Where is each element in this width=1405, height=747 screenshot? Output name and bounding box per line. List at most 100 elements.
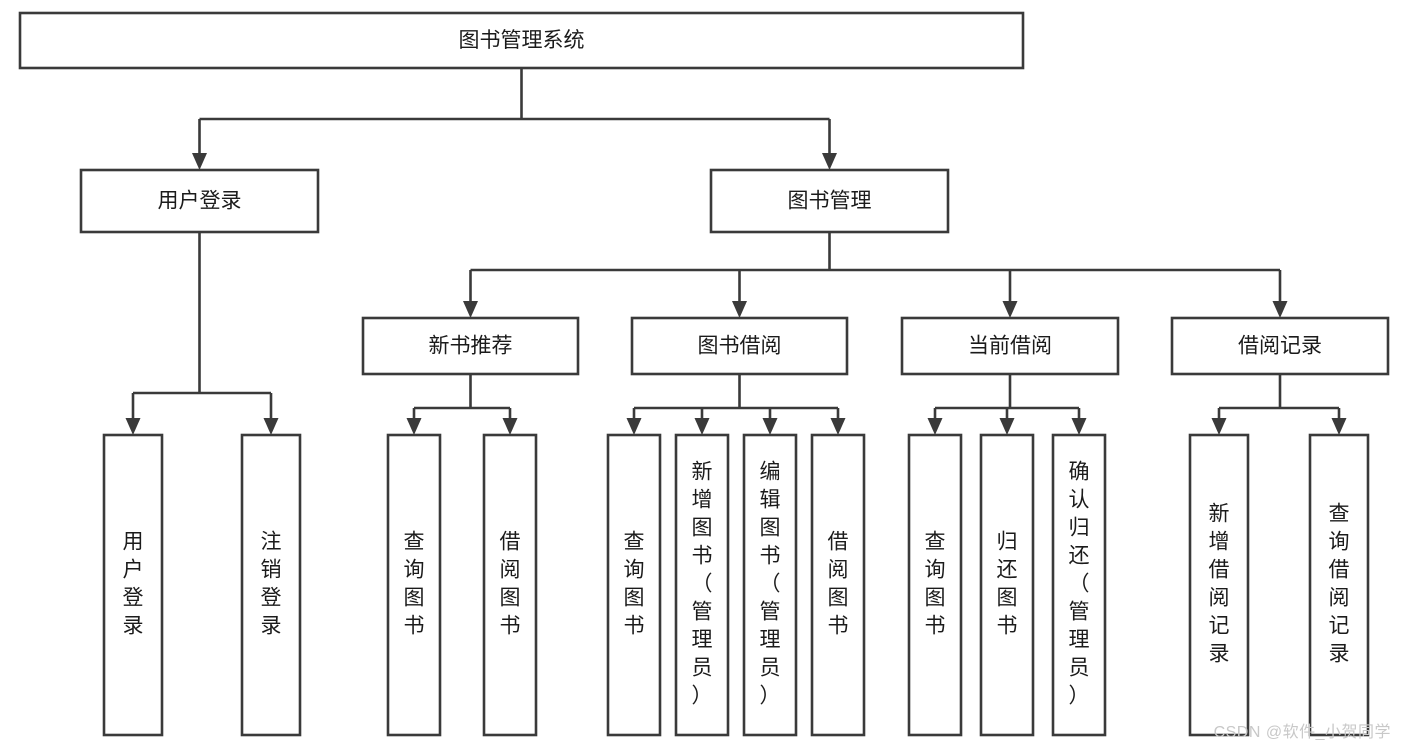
svg-text:还: 还: [997, 559, 1018, 582]
svg-text:员: 员: [760, 657, 781, 680]
svg-text:增: 增: [692, 489, 713, 512]
svg-text:员: 员: [692, 657, 713, 680]
root-to-level2-arrow-0: [192, 153, 207, 170]
leaf-node-leaf-return-book-box: [979, 433, 1035, 737]
level3-node-new-book-rec-box: [361, 316, 580, 376]
svg-text:借: 借: [1329, 559, 1350, 582]
svg-text:（: （: [692, 573, 713, 596]
svg-text:图: 图: [828, 587, 849, 610]
bookmanage-to-level3-arrow-0: [463, 301, 478, 318]
root-node-book-management-system-box: [18, 11, 1025, 70]
leaf-node-leaf-user-login-label: 用户登录: [123, 531, 144, 638]
svg-text:新: 新: [692, 461, 713, 484]
level2-node-user-login[interactable]: 用户登录: [79, 168, 320, 234]
svg-text:登: 登: [261, 587, 282, 610]
svg-text:记: 记: [1329, 615, 1350, 638]
svg-text:书: 书: [828, 615, 849, 638]
svg-text:新: 新: [1209, 503, 1230, 526]
level3-2-to-leaves-arrow-0: [927, 418, 943, 435]
svg-text:借: 借: [1209, 559, 1230, 582]
svg-text:归: 归: [997, 531, 1018, 554]
bookmanage-to-level3-arrow-2: [1002, 301, 1018, 318]
connectors-layer: [125, 68, 1347, 435]
level3-node-book-borrow-box: [630, 316, 849, 376]
leaf-node-leaf-query-book-1-box: [386, 433, 442, 737]
level3-0-to-leaves-arrow-1: [502, 418, 518, 435]
svg-text:图: 图: [925, 587, 946, 610]
level3-node-new-book-rec[interactable]: 新书推荐: [361, 316, 580, 376]
userlogin-to-leaves-arrow-1: [263, 418, 279, 435]
level3-node-book-borrow-label: 图书借阅: [698, 335, 782, 358]
level2-node-book-manage-label: 图书管理: [788, 190, 872, 213]
level3-node-current-borrow[interactable]: 当前借阅: [900, 316, 1120, 376]
level2-node-book-manage[interactable]: 图书管理: [709, 168, 950, 234]
svg-text:户: 户: [123, 559, 144, 582]
leaf-node-leaf-user-login[interactable]: 用户登录: [102, 433, 164, 737]
level3-3-to-leaves-arrow-1: [1331, 418, 1347, 435]
root-node-book-management-system[interactable]: 图书管理系统: [18, 11, 1025, 70]
svg-text:增: 增: [1209, 531, 1230, 554]
leaf-node-leaf-query-book-2-box: [606, 433, 662, 737]
svg-text:书: 书: [925, 615, 946, 638]
level3-1-to-leaves-arrow-3: [830, 418, 846, 435]
level3-2-to-leaves-arrow-1: [999, 418, 1015, 435]
svg-text:书: 书: [404, 615, 425, 638]
level3-1-to-leaves-arrow-0: [626, 418, 642, 435]
svg-text:借: 借: [500, 531, 521, 554]
svg-text:图: 图: [760, 517, 781, 540]
leaf-node-leaf-add-record-box: [1188, 433, 1250, 737]
svg-text:图: 图: [624, 587, 645, 610]
svg-text:理: 理: [1069, 629, 1090, 652]
bookmanage-to-level3-arrow-1: [732, 301, 747, 318]
svg-text:录: 录: [1209, 643, 1230, 666]
svg-text:还: 还: [1069, 545, 1090, 568]
level3-node-borrow-record[interactable]: 借阅记录: [1170, 316, 1390, 376]
svg-text:管: 管: [1069, 601, 1090, 624]
svg-text:查: 查: [925, 531, 946, 554]
svg-text:询: 询: [624, 559, 645, 582]
svg-text:记: 记: [1209, 615, 1230, 638]
watermark-text: CSDN @软件_小贺同学: [1213, 724, 1391, 741]
svg-text:图: 图: [692, 517, 713, 540]
level3-1-to-leaves-arrow-2: [762, 418, 778, 435]
leaf-node-leaf-add-book-box: [674, 433, 730, 737]
svg-text:图: 图: [997, 587, 1018, 610]
svg-text:阅: 阅: [1329, 587, 1350, 610]
leaf-node-leaf-user-login-box: [102, 433, 164, 737]
svg-text:员: 员: [1069, 657, 1090, 680]
level3-node-borrow-record-label: 借阅记录: [1238, 335, 1322, 358]
level3-node-book-borrow[interactable]: 图书借阅: [630, 316, 849, 376]
svg-text:借: 借: [828, 531, 849, 554]
svg-text:理: 理: [760, 629, 781, 652]
leaf-node-leaf-borrow-book-1-box: [482, 433, 538, 737]
svg-text:销: 销: [261, 559, 282, 582]
svg-text:）: ）: [692, 685, 713, 708]
svg-text:询: 询: [1329, 531, 1350, 554]
svg-text:理: 理: [692, 629, 713, 652]
svg-text:查: 查: [624, 531, 645, 554]
svg-text:录: 录: [261, 615, 282, 638]
